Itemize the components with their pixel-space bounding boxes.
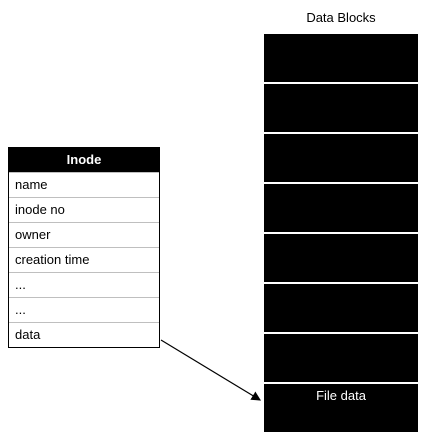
data-block-6 — [264, 284, 418, 332]
data-block-2 — [264, 84, 418, 132]
data-blocks-stack: File data — [264, 34, 418, 432]
inode-table: Inode name inode no owner creation time … — [8, 147, 160, 348]
data-block-1 — [264, 34, 418, 82]
data-block-5 — [264, 234, 418, 282]
inode-title: Inode — [9, 148, 159, 172]
arrow-line — [160, 339, 262, 401]
inode-field-data: data — [9, 322, 159, 347]
inode-field-ellipsis-2: ... — [9, 297, 159, 322]
inode-field-owner: owner — [9, 222, 159, 247]
inode-field-ellipsis-1: ... — [9, 272, 159, 297]
data-block-4 — [264, 184, 418, 232]
data-block-7 — [264, 334, 418, 382]
data-blocks-title: Data Blocks — [306, 10, 376, 25]
data-block-file-data: File data — [264, 384, 418, 432]
inode-field-creation-time: creation time — [9, 247, 159, 272]
inode-field-inode-no: inode no — [9, 197, 159, 222]
inode-field-name: name — [9, 172, 159, 197]
data-block-3 — [264, 134, 418, 182]
